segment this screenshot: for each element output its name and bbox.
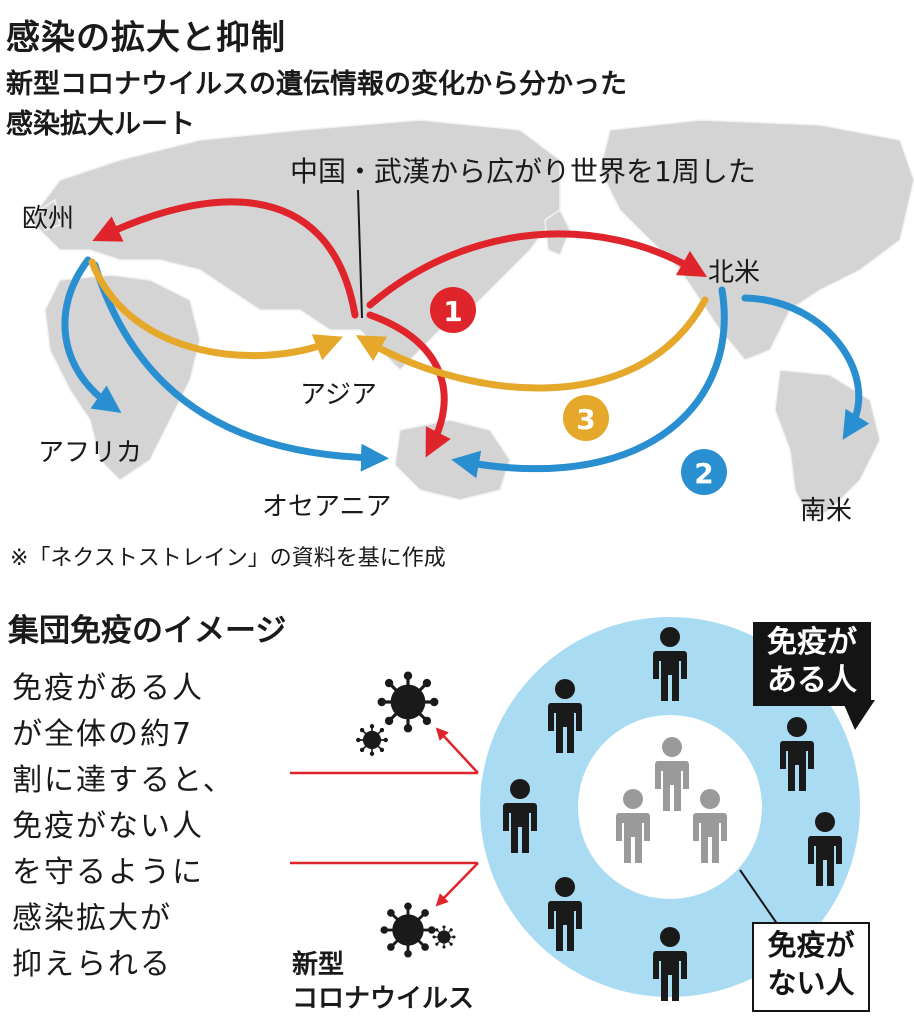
virus-icon	[376, 670, 440, 734]
origin-note: 中国・武漢から広がり世界を1周した	[290, 155, 756, 188]
label-oceania: オセアニア	[262, 492, 392, 522]
origin-pointer	[357, 189, 363, 319]
route-arrows: 1 3 2	[61, 189, 870, 495]
eurasia-landmass	[29, 119, 561, 372]
route-badge-3: 3	[563, 395, 609, 441]
world-map	[29, 119, 914, 520]
route-1-number: 1	[443, 295, 462, 328]
description-line: 感染拡大が	[12, 901, 172, 936]
non-immune-callout-pointer	[739, 869, 781, 929]
virus-label-line: 新型	[292, 950, 345, 980]
non-immune-label-line: ない人	[767, 966, 855, 1000]
route-2-to-oceania-from-north-america	[451, 286, 728, 479]
description-line: 割に達すると、	[12, 763, 235, 798]
description-line: が全体の約7	[12, 717, 194, 752]
page-title: 感染の拡大と抑制	[6, 18, 286, 58]
virus-label: 新型 コロナウイルス	[292, 948, 474, 1016]
herd-immunity-diagram	[290, 617, 875, 1001]
non-immune-label-box: 免疫が ない人	[752, 922, 870, 1012]
label-africa: アフリカ	[38, 438, 143, 468]
description-line: を守るように	[12, 855, 204, 890]
route-3-number: 3	[576, 403, 595, 436]
immune-label-box: 免疫が ある人	[753, 622, 871, 706]
north-america-landmass	[599, 119, 914, 361]
uk-landmass	[39, 198, 61, 231]
herd-description: 免疫がある人 が全体の約7 割に達すると、 免疫がない人 を守るように 感染拡大…	[12, 666, 235, 988]
description-line: 抑えられる	[12, 947, 172, 982]
label-south-america: 南米	[800, 496, 853, 526]
virus-label-line: コロナウイルス	[292, 984, 475, 1014]
subtitle-line-1: 新型コロナウイルスの遺伝情報の変化から分かった	[6, 69, 627, 100]
route-3-from-north-america	[355, 296, 709, 392]
source-note: ※「ネクストストレイン」の資料を基に作成	[10, 546, 446, 571]
non-immune-label-line: 免疫が	[767, 928, 855, 962]
description-line: 免疫がある人	[12, 671, 204, 706]
africa-landmass	[44, 274, 201, 481]
virus-icon	[432, 924, 456, 950]
route-2-to-south-america	[741, 294, 870, 440]
subtitle-line-2: 感染拡大ルート	[6, 109, 195, 140]
route-2-number: 2	[694, 457, 713, 490]
herd-immunity-heading: 集団免疫のイメージ	[8, 613, 287, 649]
route-2-to-oceania-from-europe	[91, 261, 389, 472]
immune-label-line: ある人	[767, 663, 857, 698]
label-north-america: 北米	[708, 258, 761, 288]
label-asia: アジア	[300, 380, 377, 410]
route-badge-1: 1	[430, 287, 476, 333]
route-2-to-africa	[61, 256, 122, 414]
virus-icons	[355, 670, 456, 959]
immune-callout-pointer	[842, 700, 875, 730]
route-1-to-oceania	[366, 311, 451, 458]
label-europe: 欧州	[22, 204, 75, 234]
immune-label-line: 免疫が	[767, 625, 857, 660]
route-3-from-europe	[88, 258, 344, 361]
route-1-to-north-america	[366, 230, 708, 309]
virus-icon	[355, 723, 389, 757]
route-1-to-europe	[92, 198, 359, 319]
route-badge-2: 2	[681, 449, 727, 495]
description-line: 免疫がない人	[12, 809, 204, 844]
virus-deflection	[290, 727, 479, 907]
